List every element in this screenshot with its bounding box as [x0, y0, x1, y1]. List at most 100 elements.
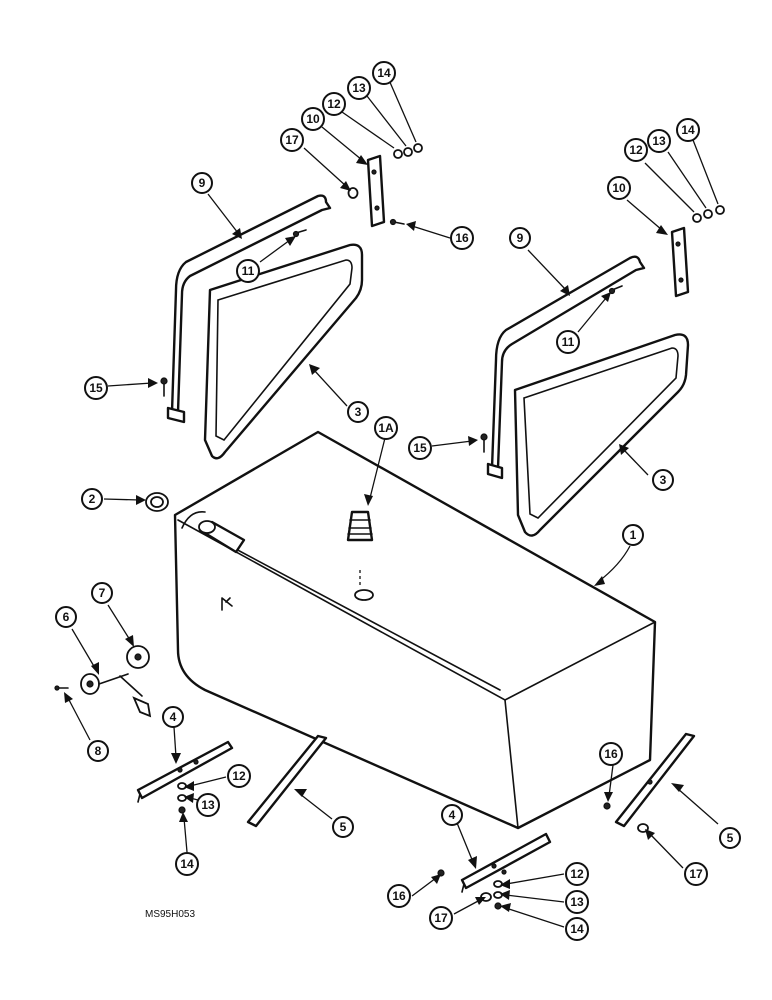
callout-circle [647, 129, 671, 153]
callout-circle [227, 764, 251, 788]
callout-number: 16 [604, 747, 618, 761]
callout-13: 13 [196, 793, 220, 817]
callout-12: 12 [227, 764, 251, 788]
callout-circle [509, 227, 531, 249]
callout-8: 8 [87, 740, 109, 762]
callout-number: 17 [434, 911, 448, 925]
callout-12: 12 [565, 862, 589, 886]
callout-circle [81, 488, 103, 510]
callout-13: 13 [647, 129, 671, 153]
left-angle-5 [246, 734, 328, 828]
callout-16: 16 [450, 226, 474, 250]
callout-number: 17 [285, 133, 299, 147]
callout-circle [622, 524, 644, 546]
callout-circle [87, 740, 109, 762]
callout-number: 17 [689, 867, 703, 881]
callout-circle [175, 852, 199, 876]
callout-11: 11 [556, 330, 580, 354]
callout-circle [450, 226, 474, 250]
callout-13: 13 [347, 76, 371, 100]
callout-circle [408, 436, 432, 460]
callout-circle [676, 118, 700, 142]
callout-2: 2 [81, 488, 103, 510]
callout-number: 9 [517, 231, 524, 245]
callout-1a: 1A [374, 416, 398, 440]
fuel-cap [145, 492, 169, 512]
callout-circle [599, 742, 623, 766]
callout-circle [55, 606, 77, 628]
callout-circle [280, 128, 304, 152]
callout-circle [387, 884, 411, 908]
callout-5: 5 [332, 816, 354, 838]
callout-number: 1A [378, 421, 394, 435]
fuel-tank [173, 430, 657, 830]
callout-circle [441, 804, 463, 826]
callout-10: 10 [301, 107, 325, 131]
callout-number: 1 [630, 528, 637, 542]
callout-circle [607, 176, 631, 200]
callout-circle [565, 917, 589, 941]
callout-14: 14 [372, 61, 396, 85]
callout-14: 14 [676, 118, 700, 142]
callout-number: 16 [455, 231, 469, 245]
drawing-number: MS95H053 [145, 909, 195, 920]
callout-number: 12 [629, 143, 643, 157]
callout-number: 14 [180, 857, 194, 871]
sender-assembly-6 [80, 673, 152, 718]
callout-circle [162, 706, 184, 728]
callout-number: 3 [660, 473, 667, 487]
callout-number: 15 [413, 441, 427, 455]
right-bracket-9 [486, 255, 646, 480]
callout-13: 13 [565, 890, 589, 914]
right-support-4 [460, 832, 552, 893]
callout-number: 16 [392, 889, 406, 903]
callout-circle [429, 906, 453, 930]
right-angle-5 [614, 732, 696, 828]
callout-circle [236, 259, 260, 283]
leader-lines [64, 79, 719, 928]
callout-6: 6 [55, 606, 77, 628]
callout-number: 14 [570, 922, 584, 936]
callout-number: 13 [652, 134, 666, 148]
callout-circle [624, 138, 648, 162]
callout-12: 12 [322, 92, 346, 116]
callout-circle [556, 330, 580, 354]
screw-8 [54, 685, 69, 691]
callout-labels: 11A2334455678991010111112121212131313131… [55, 61, 741, 941]
callout-11: 11 [236, 259, 260, 283]
callout-number: 8 [95, 744, 102, 758]
callout-circle [191, 172, 213, 194]
callout-number: 5 [340, 820, 347, 834]
callout-14: 14 [565, 917, 589, 941]
callout-number: 11 [242, 264, 255, 278]
left-bracket-9 [166, 194, 332, 424]
callout-circle [301, 107, 325, 131]
callout-number: 11 [562, 335, 575, 349]
callout-10: 10 [607, 176, 631, 200]
callout-3: 3 [347, 401, 369, 423]
callout-number: 10 [306, 112, 320, 126]
callout-4: 4 [441, 804, 463, 826]
callout-5: 5 [719, 827, 741, 849]
callout-number: 15 [89, 381, 103, 395]
callout-number: 9 [199, 176, 206, 190]
callout-circle [322, 92, 346, 116]
callout-circle [84, 376, 108, 400]
callout-4: 4 [162, 706, 184, 728]
callout-7: 7 [91, 582, 113, 604]
callout-number: 12 [232, 769, 246, 783]
callout-14: 14 [175, 852, 199, 876]
callout-number: 4 [449, 808, 456, 822]
callout-number: 4 [170, 710, 177, 724]
callout-circle [684, 862, 708, 886]
left-support-4 [136, 740, 234, 803]
callout-number: 13 [570, 895, 584, 909]
callout-circle [347, 401, 369, 423]
callout-number: 3 [355, 405, 362, 419]
gauge-sender [346, 510, 374, 588]
callout-15: 15 [84, 376, 108, 400]
callout-17: 17 [684, 862, 708, 886]
callout-17: 17 [280, 128, 304, 152]
callout-number: 14 [681, 123, 695, 137]
